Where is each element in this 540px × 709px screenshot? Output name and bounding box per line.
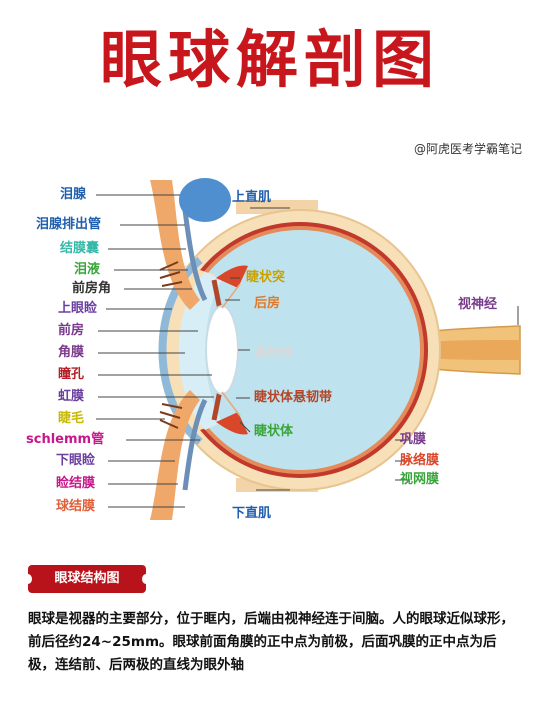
label-upper-eyelid: 上眼睑 xyxy=(58,301,98,316)
ciliary-process-shape xyxy=(216,265,248,288)
label-eyelash: 睫毛 xyxy=(58,411,85,426)
label-conjunctival-sac: 结膜囊 xyxy=(60,241,100,256)
lower-eyelid-shape xyxy=(150,390,200,520)
label-posterior-chamber: 后房 xyxy=(254,296,281,311)
eye-diagram: 泪腺 泪腺排出管 结膜囊 泪液 前房角 上眼睑 前房 角膜 瞳孔 虹膜 睫毛 s… xyxy=(0,160,540,540)
label-schlemm: schlemm管 xyxy=(26,432,105,447)
label-palpebral-conjunctiva: 睑结膜 xyxy=(56,476,96,491)
lens-shape xyxy=(205,305,239,395)
upper-eyelid-shape xyxy=(150,180,200,310)
label-cornea: 角膜 xyxy=(58,345,85,360)
label-sclera: 巩膜 xyxy=(400,432,427,447)
label-anterior-chamber: 前房 xyxy=(58,323,85,338)
label-bulbar-conjunctiva: 球结膜 xyxy=(56,499,96,514)
label-superior-rectus: 上直肌 xyxy=(232,190,272,205)
label-ciliary-process: 睫状突 xyxy=(246,270,286,285)
page-title: 眼球解剖图 xyxy=(99,23,440,96)
label-pupil: 瞳孔 xyxy=(58,367,85,382)
label-retina: 视网膜 xyxy=(400,472,440,487)
label-ciliary-body: 睫状体 xyxy=(254,424,294,439)
label-iris: 虹膜 xyxy=(58,389,85,404)
section-description: 眼球是视器的主要部分，位于眶内，后端由视神经连于间脑。人的眼球近似球形，前后径约… xyxy=(28,611,514,673)
label-choroid: 脉络膜 xyxy=(400,453,440,468)
label-lens: 晶状体 xyxy=(254,346,294,361)
eyelash-shape xyxy=(159,261,183,429)
label-zonule: 睫状体悬韧带 xyxy=(254,390,333,405)
label-optic-nerve: 视神经 xyxy=(458,297,498,312)
lacrimal-duct-shape xyxy=(182,209,208,302)
label-lacrimal-duct: 泪腺排出管 xyxy=(36,217,102,232)
label-tears: 泪液 xyxy=(74,262,101,277)
label-lacrimal-gland: 泪腺 xyxy=(60,187,87,202)
label-inferior-rectus: 下直肌 xyxy=(232,506,272,521)
vitreous-shape xyxy=(180,230,420,470)
eye-illustration xyxy=(96,178,521,520)
section-tag: 眼球结构图 xyxy=(24,565,150,593)
lacrimal-gland-shape xyxy=(179,178,231,222)
label-anterior-chamber-angle: 前房角 xyxy=(72,281,112,296)
author-credit: @阿虎医考学霸笔记 xyxy=(413,142,522,156)
label-lower-eyelid: 下眼睑 xyxy=(56,453,96,468)
ciliary-body-shape xyxy=(216,412,248,435)
